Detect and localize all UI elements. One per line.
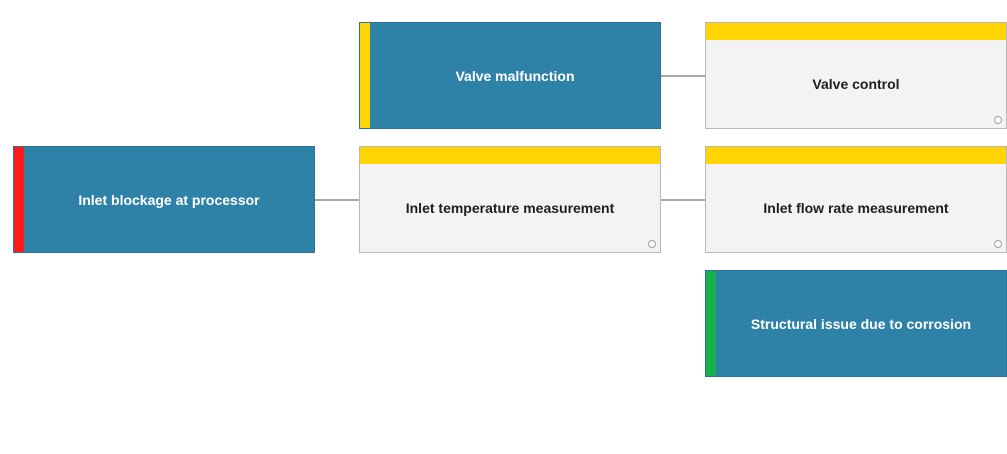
status-bar-yellow — [360, 147, 660, 164]
node-label: Valve control — [812, 75, 900, 92]
node-label: Inlet temperature measurement — [405, 199, 615, 216]
status-bar-green — [706, 271, 716, 376]
expand-circle-icon[interactable] — [648, 240, 656, 248]
node-valve-malfunction[interactable]: Valve malfunction — [359, 22, 661, 129]
status-bar-red — [14, 147, 24, 252]
node-inlet-temperature[interactable]: Inlet temperature measurement — [359, 146, 661, 253]
node-valve-control[interactable]: Valve control — [705, 22, 1007, 129]
node-label: Valve malfunction — [455, 67, 575, 84]
status-bar-yellow — [706, 23, 1006, 40]
node-label: Inlet blockage at processor — [78, 191, 260, 208]
node-inlet-blockage[interactable]: Inlet blockage at processor — [13, 146, 315, 253]
node-structural-issue[interactable]: Structural issue due to corrosion — [705, 270, 1007, 377]
node-label: Structural issue due to corrosion — [750, 315, 972, 332]
expand-circle-icon[interactable] — [994, 240, 1002, 248]
status-bar-yellow — [706, 147, 1006, 164]
expand-circle-icon[interactable] — [994, 116, 1002, 124]
node-label: Inlet flow rate measurement — [763, 199, 949, 216]
node-inlet-flow-rate[interactable]: Inlet flow rate measurement — [705, 146, 1007, 253]
status-bar-yellow — [360, 23, 370, 128]
